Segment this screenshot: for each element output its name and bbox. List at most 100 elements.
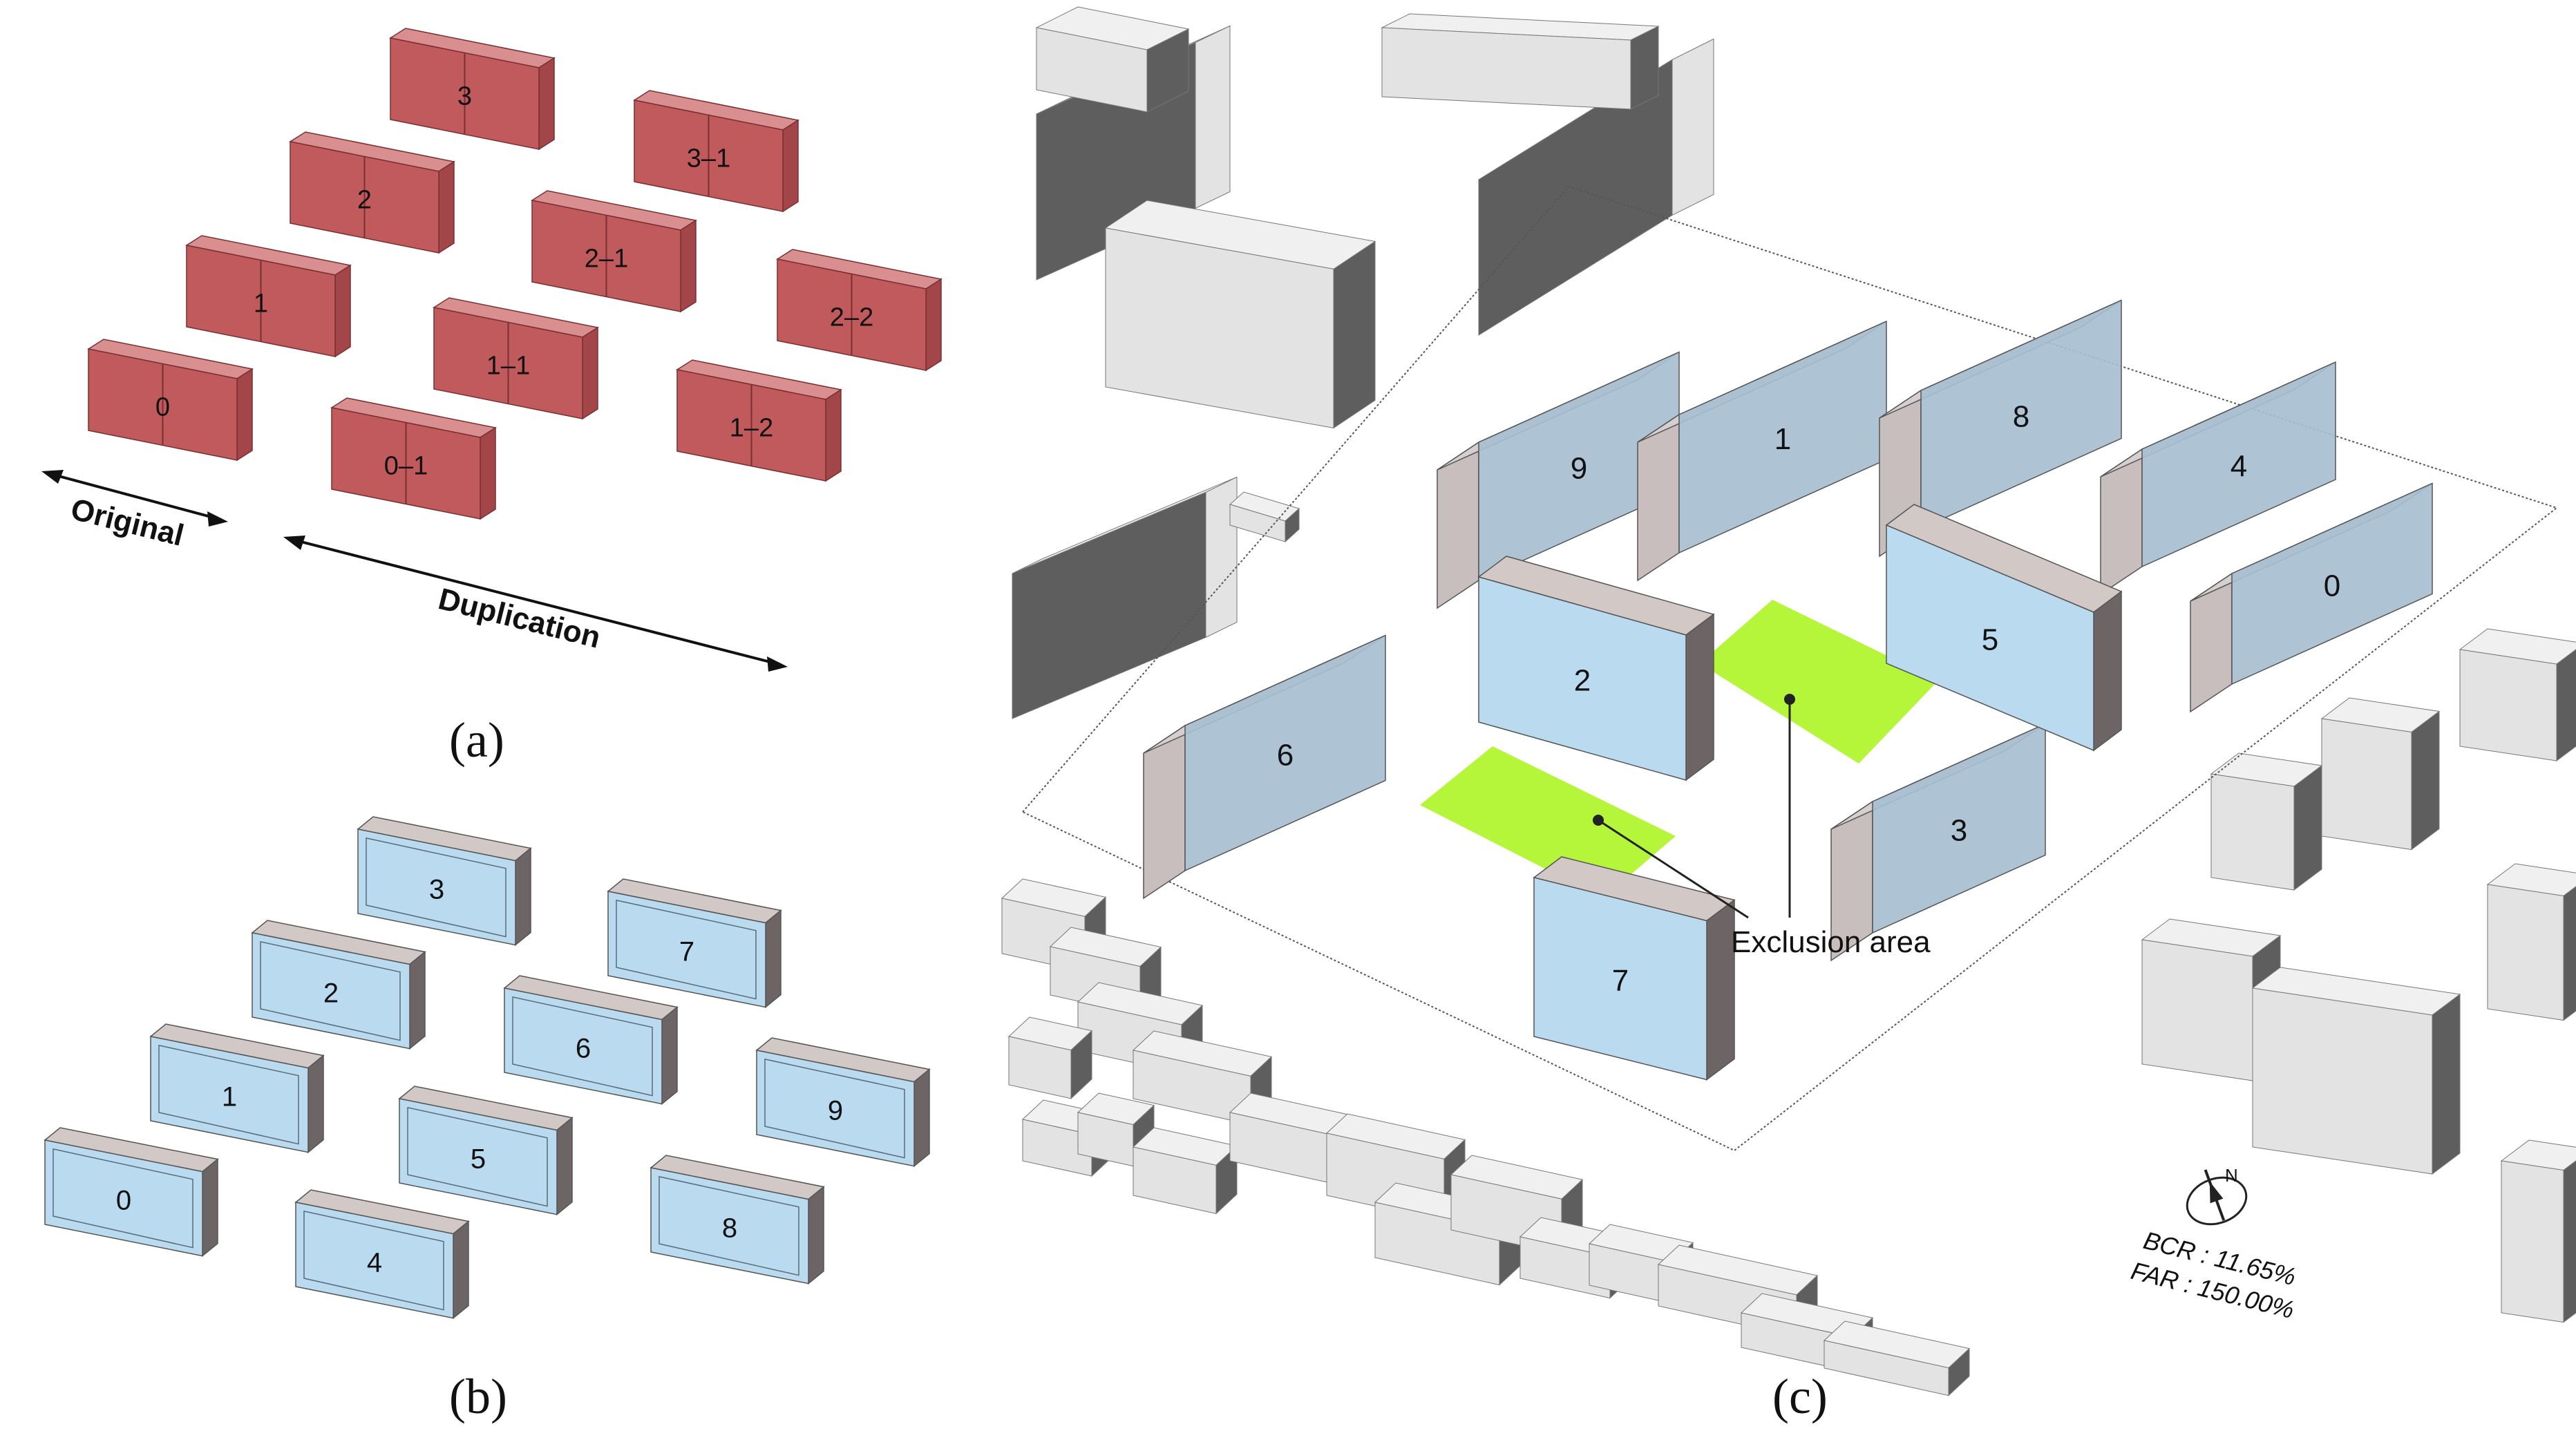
- blue-building-7-side: [765, 909, 782, 1009]
- context-slab-3-front: [1105, 227, 1334, 428]
- context-low-16-front: [1824, 1340, 1949, 1396]
- red-building-1-side: [334, 264, 351, 358]
- red-building-8: [676, 359, 842, 482]
- site-building-0-end: [2190, 572, 2233, 713]
- red-building-3-side: [538, 57, 555, 151]
- context-top-1: [1035, 6, 1190, 113]
- blue-building-5-inner: [407, 1106, 548, 1207]
- exclusion-leader-2: [1598, 819, 1749, 919]
- blue-building-3-side: [515, 847, 531, 947]
- blue-building-3: [357, 816, 532, 947]
- site-building-0-label: 0: [2324, 569, 2340, 603]
- caption-b: (b): [449, 1369, 507, 1424]
- site-building-2-label: 2: [1574, 664, 1591, 698]
- blue-building-8-front: [650, 1167, 809, 1285]
- context-right-6-side: [2563, 1160, 2576, 1323]
- context-slab-2-side: [1671, 38, 1714, 216]
- original-label: Original: [68, 492, 187, 553]
- context-slab-4-side: [1205, 476, 1238, 638]
- context-right-1-side: [2411, 710, 2440, 851]
- site-building-3: 3: [1830, 723, 2046, 962]
- red-building-0: [87, 339, 254, 462]
- blue-building-label-9: 9: [828, 1095, 843, 1126]
- blue-building-3-front: [357, 828, 516, 946]
- exclusion-area-2: [1420, 746, 1676, 898]
- red-building-5: [433, 297, 599, 420]
- blue-building-1: [149, 1023, 325, 1154]
- red-building-1: [185, 235, 352, 358]
- blue-building-0-front: [44, 1139, 203, 1257]
- context-low-7-front: [1133, 1146, 1217, 1215]
- site-building-7-front: [1533, 877, 1707, 1081]
- site-building-9-label: 9: [1571, 451, 1587, 485]
- context-low-5-front: [1022, 1119, 1092, 1177]
- site-building-5-label: 5: [1982, 623, 1998, 657]
- site-building-2: 2: [1477, 556, 1715, 781]
- site-boundary: [1021, 185, 2559, 1152]
- red-building-label-8: 1–2: [730, 414, 773, 443]
- site-building-3-label: 3: [1951, 813, 1967, 847]
- context-top-1-front: [1036, 27, 1148, 113]
- context-right-0-front: [2210, 773, 2295, 891]
- red-building-4-side: [480, 426, 496, 520]
- context-right-2-front: [2459, 649, 2557, 761]
- context-right-6-front: [2501, 1160, 2564, 1323]
- site-building-7-side: [1706, 899, 1735, 1081]
- context-right-6: [2500, 1139, 2576, 1323]
- blue-building-label-8: 8: [722, 1213, 737, 1243]
- red-building-0-side: [236, 368, 253, 462]
- blue-building-7: [607, 878, 782, 1009]
- site-building-8-front: [1920, 299, 2122, 530]
- context-right-5-side: [2563, 886, 2576, 1021]
- blue-building-label-3: 3: [429, 874, 444, 904]
- context-buildings: [1001, 6, 2576, 1396]
- site-building-4-end: [2100, 448, 2143, 596]
- red-building-9-side: [925, 278, 942, 372]
- blue-building-9: [755, 1037, 931, 1168]
- duplication-arrow: [283, 536, 788, 672]
- context-slab-1-side: [1195, 25, 1231, 209]
- caption-c: (c): [1772, 1369, 1828, 1424]
- context-top-2: [1381, 13, 1660, 110]
- site-building-4-label: 4: [2231, 450, 2247, 484]
- red-building-3: [389, 28, 556, 151]
- context-low-7: [1132, 1127, 1238, 1215]
- blue-building-1-inner: [158, 1044, 299, 1145]
- blue-building-5-front: [399, 1098, 558, 1215]
- blue-building-6: [503, 975, 679, 1106]
- blue-building-4-inner: [303, 1210, 444, 1311]
- site-building-2-front: [1478, 576, 1687, 781]
- blue-building-3-inner: [366, 837, 506, 938]
- blue-building-5: [398, 1086, 574, 1216]
- context-right-4-side: [2432, 994, 2461, 1175]
- site-building-1-label: 1: [1774, 422, 1791, 456]
- site-building-9: 9: [1437, 351, 1680, 609]
- blue-building-6-inner: [512, 996, 653, 1097]
- blue-building-4: [294, 1189, 470, 1320]
- blue-building-8-inner: [659, 1175, 799, 1276]
- red-building-label-3: 3: [457, 82, 472, 111]
- red-building-6-side: [680, 219, 697, 313]
- context-right-5: [2486, 863, 2576, 1021]
- context-small-1: [1229, 491, 1300, 543]
- blue-building-8: [650, 1155, 825, 1285]
- blue-building-7-front: [607, 891, 766, 1008]
- site-building-6-label: 6: [1277, 738, 1294, 772]
- context-right-0: [2210, 752, 2323, 891]
- context-small-1-front: [1229, 504, 1286, 542]
- site-building-4-front: [2141, 361, 2336, 568]
- blue-building-2-front: [252, 932, 410, 1050]
- site-building-5-side: [2093, 590, 2122, 752]
- context-top-2-front: [1381, 27, 1631, 110]
- red-building-label-0: 0: [155, 393, 170, 422]
- red-building-6: [531, 190, 697, 313]
- red-building-label-2: 2: [357, 186, 372, 215]
- blue-building-2-side: [409, 951, 426, 1050]
- site-building-0-front: [2231, 482, 2433, 685]
- red-building-2: [289, 131, 455, 254]
